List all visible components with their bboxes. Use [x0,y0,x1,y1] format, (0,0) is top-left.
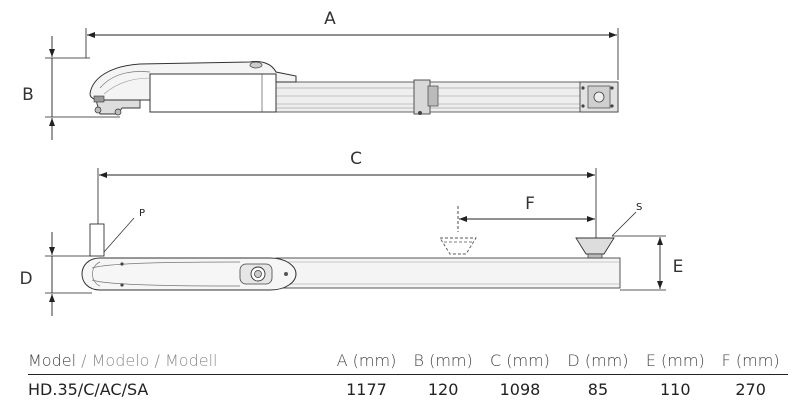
row-value-a: 1177 [328,374,405,403]
dimension-e-label: E [673,257,684,277]
row-model: HD.35/C/AC/SA [28,374,328,403]
header-a: A (mm) [336,350,397,370]
header-model: Model / Modelo / Modell [28,350,218,370]
dimension-d-label: D [19,269,32,289]
header-c: C (mm) [490,350,550,370]
dimension-a-label: A [324,9,336,29]
dimension-b-label: B [22,85,34,105]
row-value-f: 270 [713,374,788,403]
plan-view: C F D E P [19,149,683,316]
header-f: F (mm) [721,350,780,370]
specifications-table: Model / Modelo / Modell A (mm) B (mm) C … [28,346,788,403]
label-p: P [139,208,145,219]
header-b: B (mm) [413,350,473,370]
dimension-f-label: F [525,194,535,214]
header-e: E (mm) [645,350,705,370]
label-s: S [636,202,642,213]
dimension-c-label: C [350,149,362,169]
table-row: HD.35/C/AC/SA 1177 120 1098 85 110 270 [28,374,788,403]
row-value-c: 1098 [481,374,559,403]
side-view: A B [22,9,619,140]
header-d: D (mm) [567,350,629,370]
row-value-e: 110 [637,374,714,403]
technical-drawing: A B [19,9,683,316]
row-value-b: 120 [404,374,482,403]
row-value-d: 85 [558,374,638,403]
table-header-row: Model / Modelo / Modell A (mm) B (mm) C … [28,346,788,375]
